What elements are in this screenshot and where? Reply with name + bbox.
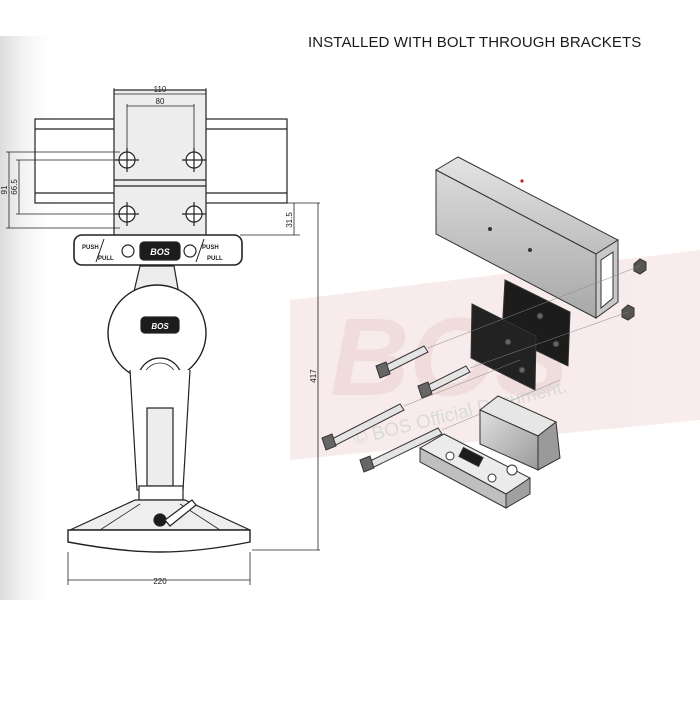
dimension-top-inner: 80: [156, 97, 165, 106]
jack-leg: [129, 369, 191, 501]
handle-pull-left: PULL: [98, 256, 114, 262]
dimension-base-width: 220: [153, 577, 167, 586]
push-pull-handle: [73, 234, 243, 266]
mounting-plate: [113, 89, 207, 239]
side-view-drawing: [6, 88, 320, 585]
jack-foot: [67, 499, 251, 553]
exploded-view: [321, 156, 647, 509]
dimension-total-height: 417: [309, 369, 318, 383]
handle-logo: BOS: [150, 247, 170, 257]
handle-push-left: PUSH: [82, 245, 99, 251]
right-dimension-lines: [210, 202, 320, 551]
plate-logo: BOS: [151, 322, 169, 331]
dimension-top-outer: 110: [154, 85, 167, 94]
bottom-dimension-lines: [67, 552, 251, 585]
top-dimension-lines: [113, 88, 207, 150]
bracket: [418, 395, 561, 509]
page-heading: INSTALLED WITH BOLT THROUGH BRACKETS: [308, 34, 642, 51]
left-dimension-lines: [6, 151, 120, 229]
dimension-left-inner: 66.5: [10, 179, 19, 195]
dimension-right-gap: 31.5: [285, 212, 294, 228]
handle-pull-right: PULL: [207, 256, 223, 262]
dimension-left-outer: 91: [0, 185, 9, 194]
nuts: [621, 258, 647, 321]
handle-push-right: PUSH: [202, 245, 219, 251]
bolts: [321, 345, 471, 473]
